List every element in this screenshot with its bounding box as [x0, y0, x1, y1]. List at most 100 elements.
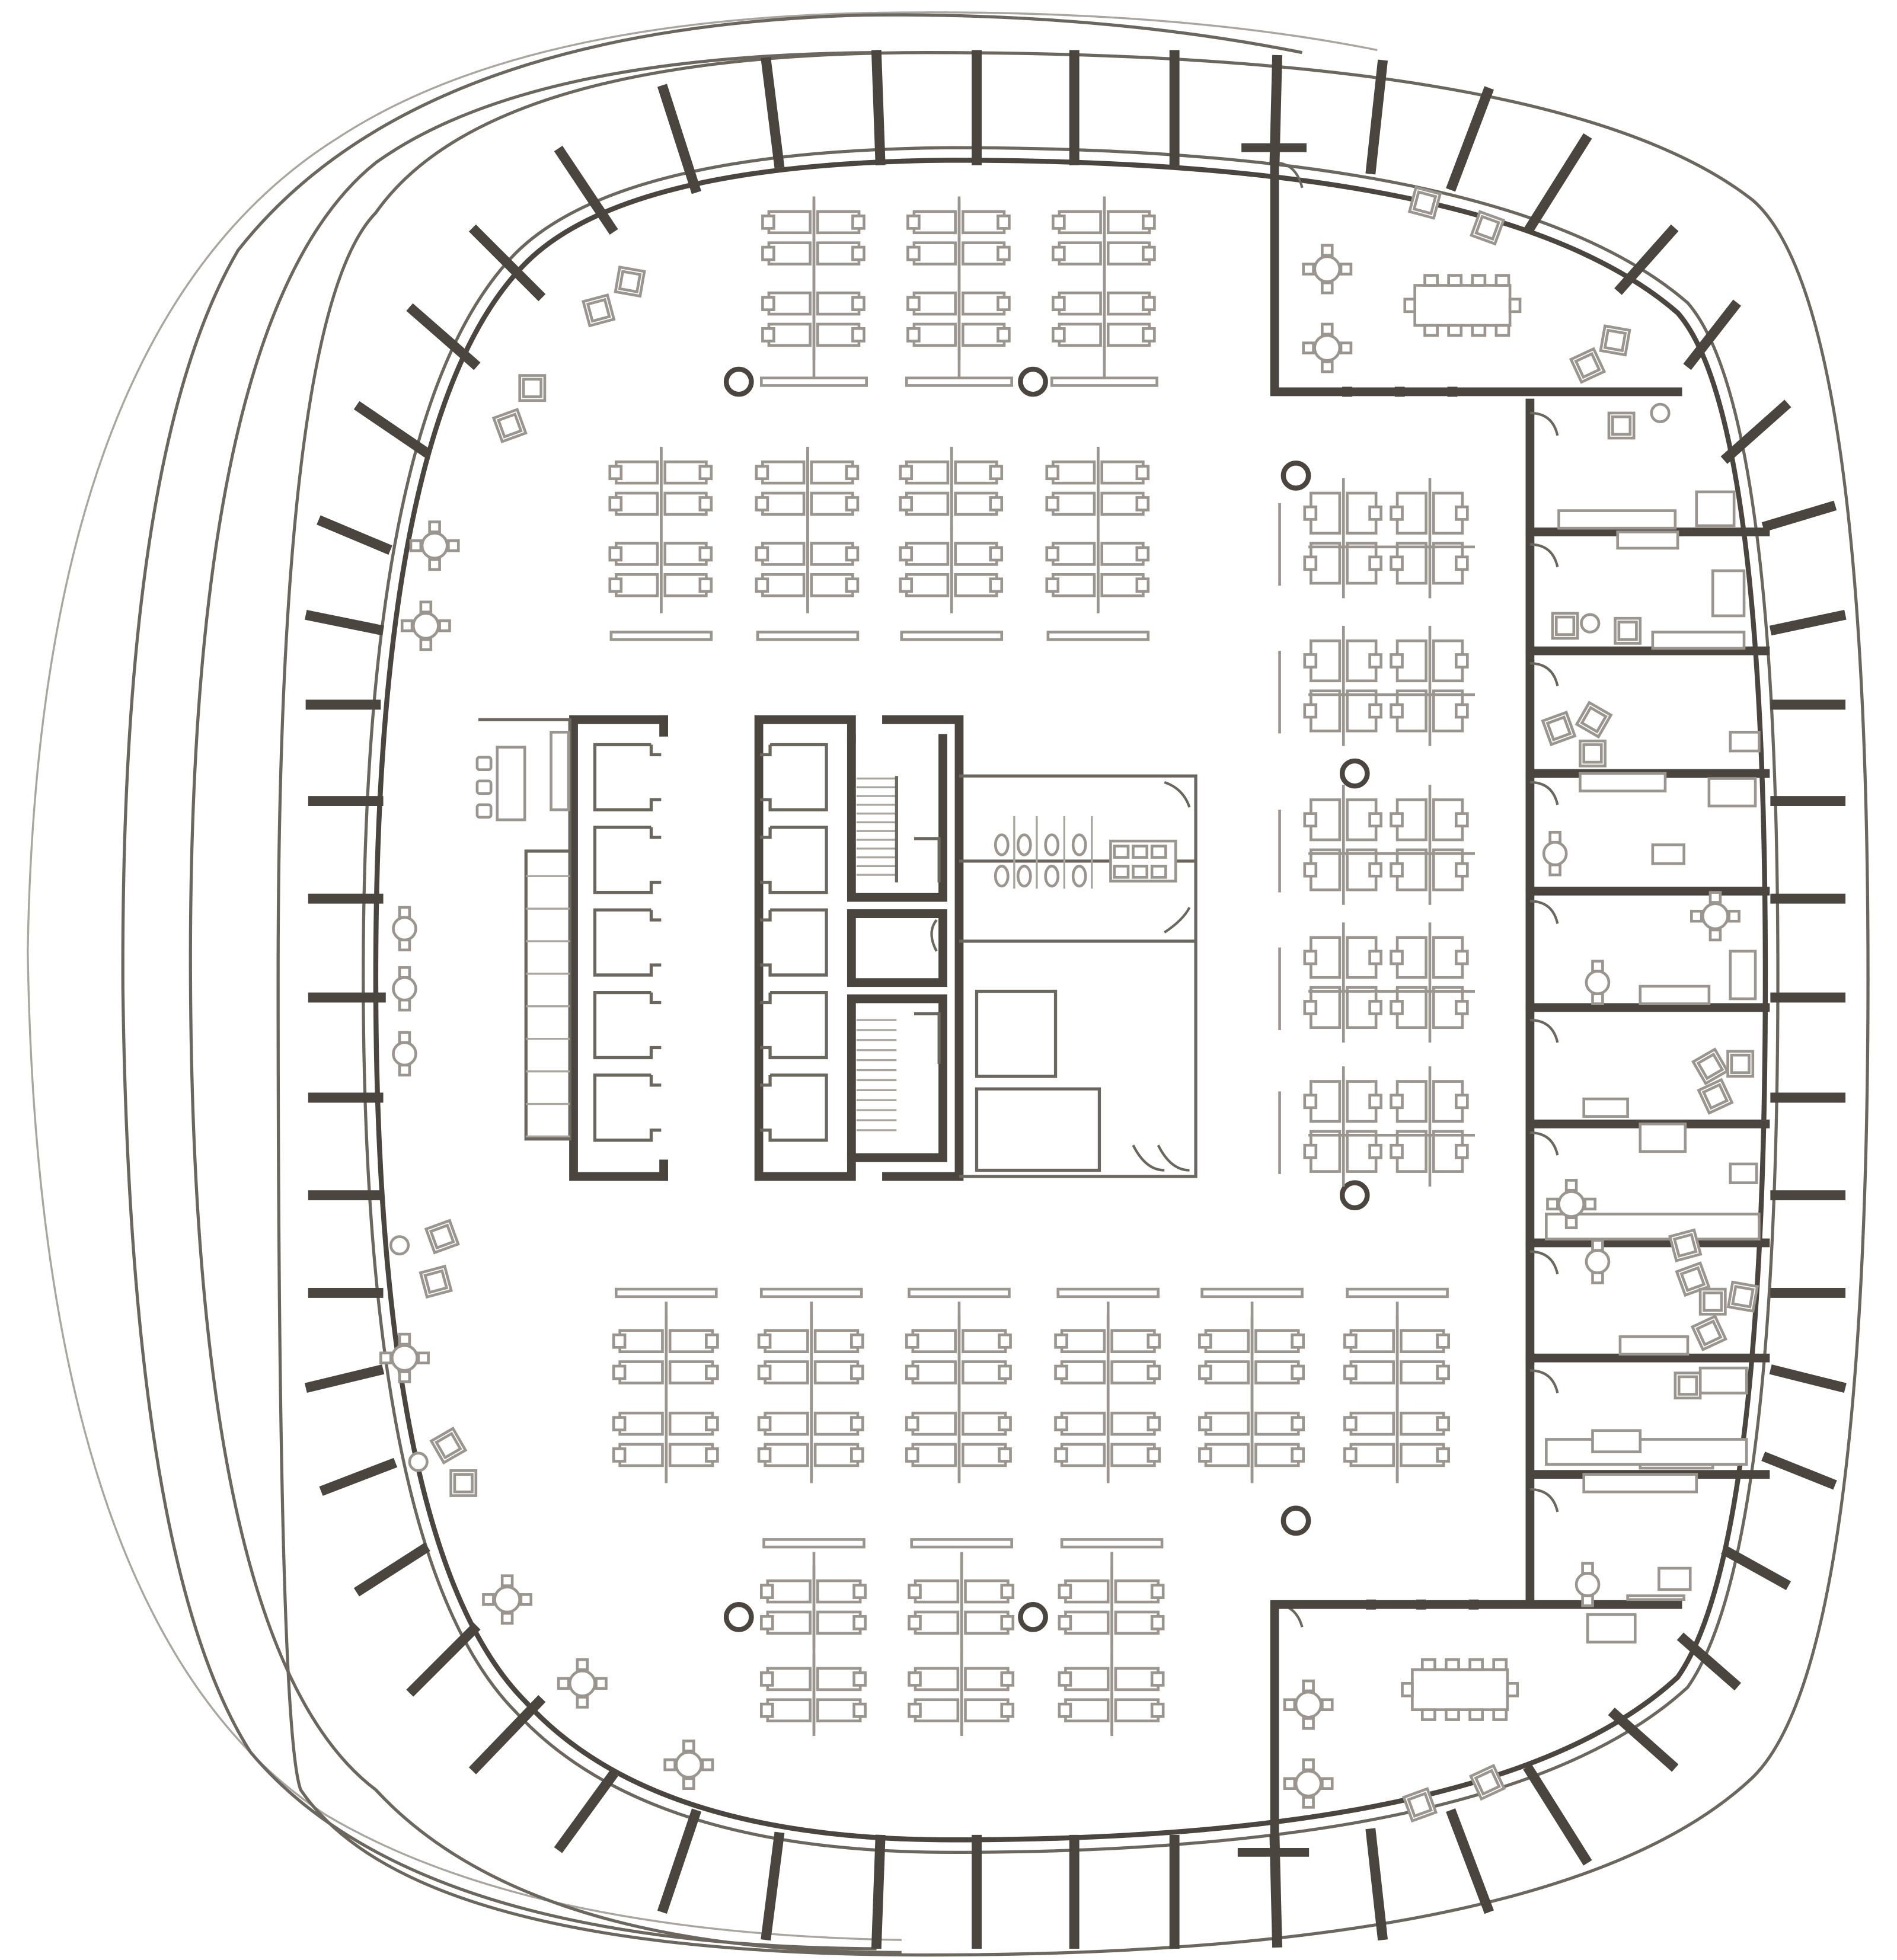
desk-chair: [989, 496, 1004, 511]
desk-chair: [998, 1364, 1012, 1380]
armchair-cushion: [1672, 1233, 1698, 1258]
workstation-pod: [1058, 1565, 1165, 1649]
desk-chair: [755, 546, 769, 562]
office-door-swing: [1529, 1369, 1559, 1393]
desk-chair: [1303, 812, 1318, 828]
chair: [1494, 324, 1510, 337]
round-table-set: [1690, 891, 1740, 942]
wash-basin: [1132, 865, 1149, 879]
facade-fin: [468, 224, 546, 302]
armchair: [1407, 186, 1442, 220]
desk-chair: [1368, 555, 1382, 571]
desk: [1052, 460, 1096, 485]
cabinet: [1695, 490, 1736, 527]
armchair-seat: [1690, 1314, 1728, 1352]
desk-chair: [851, 327, 866, 343]
pantry-fixtures: [475, 731, 570, 1138]
chair: [1401, 1681, 1414, 1697]
armchair-seat: [424, 1219, 460, 1255]
armchair-cushion: [1412, 190, 1438, 216]
desk-chair: [1390, 949, 1404, 965]
chair: [1302, 1796, 1315, 1809]
lift-car-right: [760, 990, 828, 1060]
bar-stool: [475, 756, 493, 772]
round-table: [411, 612, 440, 640]
facade-fin: [1446, 1808, 1494, 1914]
desk-chair: [608, 465, 623, 481]
facade: [304, 50, 1847, 1949]
desk: [618, 1329, 664, 1354]
office-desk: [1545, 1213, 1761, 1240]
armchair: [1468, 1763, 1506, 1801]
toilet: [994, 833, 1010, 856]
outer-shell: [27, 11, 1870, 1957]
kitchen-counter: [550, 731, 570, 811]
chair: [500, 1574, 514, 1587]
round-table-set: [409, 520, 460, 571]
armchair-cushion: [1582, 743, 1603, 764]
chair: [1447, 324, 1463, 337]
armchair: [491, 407, 528, 444]
credenza: [759, 1287, 863, 1299]
workstation-pod: [1390, 785, 1469, 905]
desk-chair: [998, 1333, 1012, 1349]
desk: [1064, 1698, 1110, 1722]
armchair-cushion: [1580, 705, 1608, 734]
armchair: [1697, 1077, 1734, 1115]
desk-chair: [845, 546, 860, 562]
desk-chair: [998, 1447, 1012, 1463]
desk-chair: [759, 1584, 774, 1599]
furniture: [379, 186, 1761, 1823]
desk-chair: [845, 496, 860, 511]
desk-chair: [908, 1584, 922, 1599]
desk-chair: [1150, 1702, 1165, 1718]
round-table-set: [1302, 322, 1353, 373]
desk: [1432, 1080, 1464, 1123]
desk-chair: [1390, 862, 1404, 878]
armchair-cushion: [434, 1431, 462, 1460]
workstation-pod: [759, 1565, 867, 1649]
round-table-set: [400, 600, 451, 651]
desk-chair: [989, 577, 1004, 593]
service-room: [975, 989, 1101, 1172]
chair: [1321, 1777, 1334, 1790]
chair: [1321, 1698, 1334, 1711]
credenza: [908, 1287, 1011, 1299]
column: [1018, 1602, 1048, 1632]
cabinet: [1729, 731, 1761, 753]
armchair: [1599, 324, 1631, 357]
desk: [761, 460, 806, 485]
workstation-pod: [908, 1653, 1015, 1736]
round-table: [675, 1751, 703, 1779]
armchair: [1575, 701, 1613, 739]
desk-chair: [1343, 1416, 1358, 1431]
desk: [1058, 291, 1102, 316]
credenza: [900, 631, 1004, 641]
chair: [519, 1593, 533, 1606]
desk-chair: [850, 1364, 864, 1380]
armchair-seat: [1668, 1228, 1703, 1262]
desk-chair: [906, 214, 921, 230]
armchair: [1698, 1287, 1727, 1316]
lift-car-left: [593, 990, 662, 1060]
chair: [1471, 324, 1487, 337]
desk-chair: [1045, 465, 1060, 481]
facade-fin: [1365, 59, 1388, 175]
desk: [766, 1667, 812, 1692]
workstation-pod: [1052, 196, 1156, 279]
workstation-pod: [1303, 625, 1382, 746]
armchair-seat: [1575, 701, 1613, 739]
meeting-room-north: [1270, 152, 1682, 397]
credenza: [905, 376, 1013, 387]
facade-fin: [353, 1542, 430, 1597]
building-core: [475, 715, 1197, 1181]
office-desk: [1639, 984, 1711, 1005]
office-sofa: [1729, 949, 1757, 1000]
desk-chair: [1150, 1671, 1165, 1687]
chair: [379, 1351, 392, 1365]
desk-chair: [1142, 214, 1156, 230]
desk-chair: [1045, 546, 1060, 562]
chair: [682, 1740, 695, 1753]
armchair-cushion: [1407, 1792, 1433, 1818]
chair: [1591, 960, 1604, 973]
